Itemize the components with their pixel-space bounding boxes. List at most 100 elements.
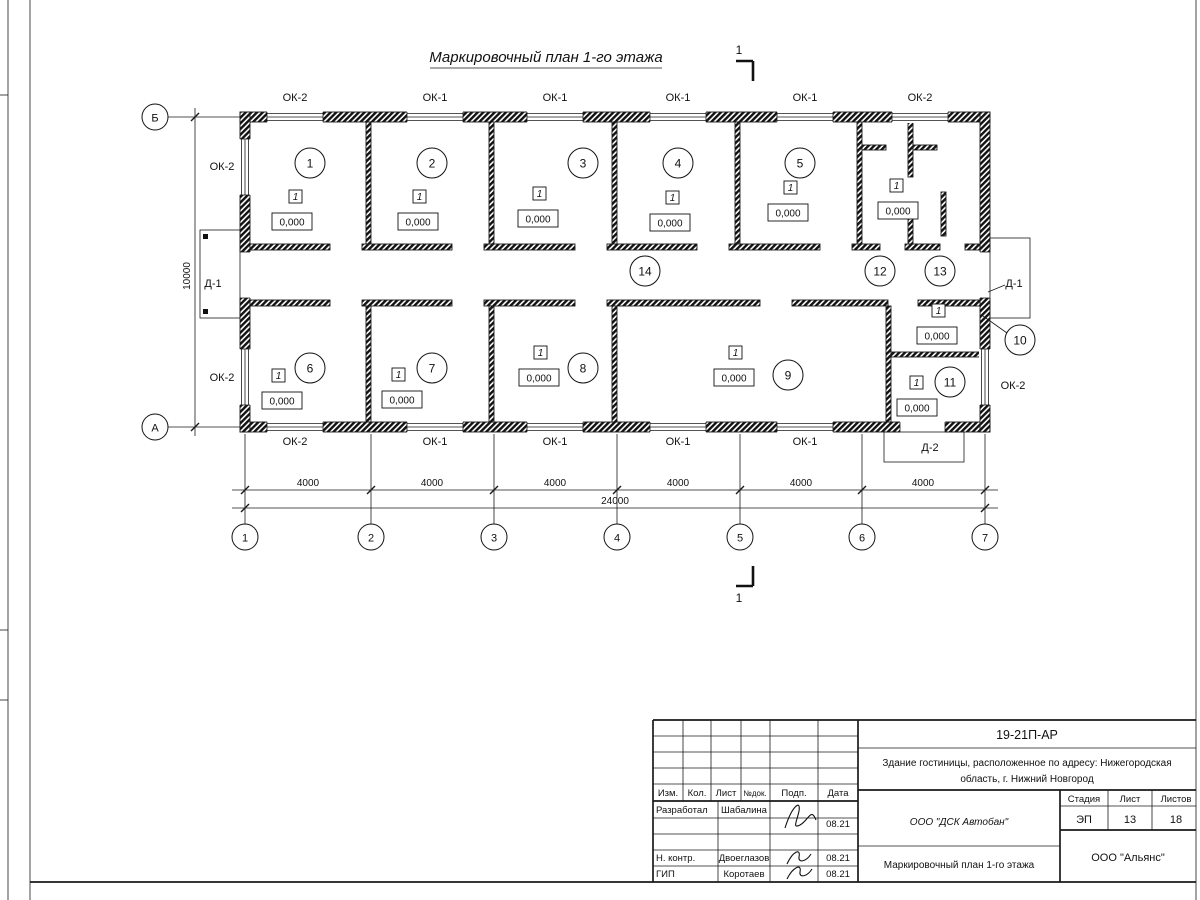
- window-top-4: [649, 111, 707, 123]
- room-marker: 6: [294, 352, 326, 384]
- axes: Б А 1 2 3 4 5 6 7: [141, 103, 999, 551]
- row-role: Н. контр.: [656, 853, 695, 864]
- window-label: ОК-1: [423, 436, 448, 448]
- level-value: 0,000: [721, 374, 746, 385]
- col-header: №док.: [743, 789, 766, 798]
- window-label: ОК-1: [543, 92, 568, 104]
- project-name-line2: область, г. Нижний Новгород: [960, 773, 1094, 785]
- room-number: 10: [1013, 334, 1027, 348]
- room-number: 12: [873, 265, 887, 279]
- axis-number: 3: [491, 533, 497, 545]
- contractor-name: ООО "Альянс": [1091, 852, 1165, 864]
- level-mark: 10,000: [649, 190, 691, 232]
- dim-label: 4000: [421, 478, 444, 489]
- window-label: ОК-2: [908, 92, 933, 104]
- axis-letter: А: [151, 423, 159, 435]
- row-date: 08.21: [826, 869, 850, 880]
- finish-mark: 1: [670, 193, 676, 204]
- window-label: ОК-1: [793, 436, 818, 448]
- window-label: ОК-2: [283, 436, 308, 448]
- door-label: Д-2: [921, 442, 938, 454]
- level-mark: 10,000: [767, 180, 809, 222]
- finish-mark: 1: [276, 371, 282, 382]
- room-number: 5: [797, 157, 804, 171]
- sheet-value: 13: [1124, 814, 1136, 826]
- level-mark: 1 0,000: [713, 345, 755, 387]
- col-header: Изм.: [658, 788, 678, 799]
- row-name: Двоеглазов: [719, 853, 770, 864]
- window-right: [979, 348, 991, 406]
- title-block: Изм. Кол. Лист №док. Подп. Дата Разработ…: [652, 719, 1196, 882]
- signature: [784, 804, 817, 829]
- window-label: ОК-1: [543, 436, 568, 448]
- openings: [239, 111, 991, 433]
- room-number: 6: [307, 362, 314, 376]
- signature: [786, 851, 812, 865]
- level-mark: 10,000: [517, 186, 559, 228]
- porch-left: [199, 229, 241, 319]
- room-marker: 10: [982, 315, 1036, 356]
- level-value: 0,000: [389, 396, 414, 407]
- axis-number: 7: [982, 533, 988, 545]
- section-marks: 1 1: [736, 43, 755, 605]
- project-name-line1: Здание гостиницы, расположенное по адрес…: [882, 758, 1171, 769]
- window-left-bottom: [239, 348, 251, 406]
- drawing-heading: Маркировочный план 1-го этажа: [429, 49, 663, 69]
- finish-mark: 1: [538, 348, 544, 359]
- window-label: ОК-1: [423, 92, 448, 104]
- dim-label: 4000: [912, 478, 935, 489]
- axis-number: 5: [737, 533, 743, 545]
- sheets-label: Листов: [1161, 794, 1192, 805]
- window-bottom-1: [266, 421, 324, 433]
- door-bottom-opening: [899, 421, 946, 433]
- room-marker: 9: [772, 359, 804, 391]
- col-header: Лист: [716, 788, 737, 799]
- finish-mark: 1: [936, 306, 942, 317]
- dim-label: 4000: [297, 478, 320, 489]
- window-top-6: [891, 111, 949, 123]
- room-number: 11: [944, 376, 957, 390]
- porches: [199, 229, 1031, 463]
- level-mark: 1 0,000: [381, 367, 423, 409]
- finish-mark: 1: [733, 348, 739, 359]
- level-mark: 10,000: [261, 368, 303, 410]
- dim-label: 4000: [544, 478, 567, 489]
- room-marker: 12: [864, 255, 896, 287]
- axis-number: 1: [242, 533, 248, 545]
- window-top-3: [526, 111, 584, 123]
- room-number: 8: [580, 362, 587, 376]
- level-mark: 10,000: [271, 189, 313, 231]
- finish-mark: 1: [396, 370, 402, 381]
- sheet-label: Лист: [1120, 794, 1141, 805]
- room-marker: 8: [567, 352, 599, 384]
- col-header: Кол.: [688, 788, 707, 799]
- window-label: ОК-1: [666, 92, 691, 104]
- finish-mark: 1: [417, 192, 423, 203]
- porch-post: [203, 234, 208, 239]
- door-left-opening: [239, 251, 251, 299]
- col-header: Подп.: [781, 788, 806, 799]
- axis-number: 4: [614, 533, 620, 545]
- room-number: 13: [933, 265, 947, 279]
- door-label: Д-1: [204, 278, 221, 290]
- room-number: 2: [429, 157, 436, 171]
- sheets-value: 18: [1170, 814, 1182, 826]
- window-label: ОК-1: [793, 92, 818, 104]
- sheet-title: Маркировочный план 1-го этажа: [884, 860, 1035, 871]
- row-role: Разработал: [656, 805, 708, 816]
- room-number: 7: [429, 362, 436, 376]
- dim-total-label: 24000: [601, 496, 629, 507]
- porch-right: [989, 237, 1031, 319]
- window-top-5: [776, 111, 834, 123]
- room-marker: 1: [294, 147, 326, 179]
- level-value: 0,000: [904, 404, 929, 415]
- doc-number: 19-21П-АР: [996, 728, 1058, 742]
- company-name: ООО "ДСК Автобан": [910, 816, 1009, 828]
- room-number: 1: [307, 157, 314, 171]
- porch-post: [203, 309, 208, 314]
- level-value: 0,000: [279, 218, 304, 229]
- room-number: 4: [675, 157, 682, 171]
- room-number: 14: [638, 265, 652, 279]
